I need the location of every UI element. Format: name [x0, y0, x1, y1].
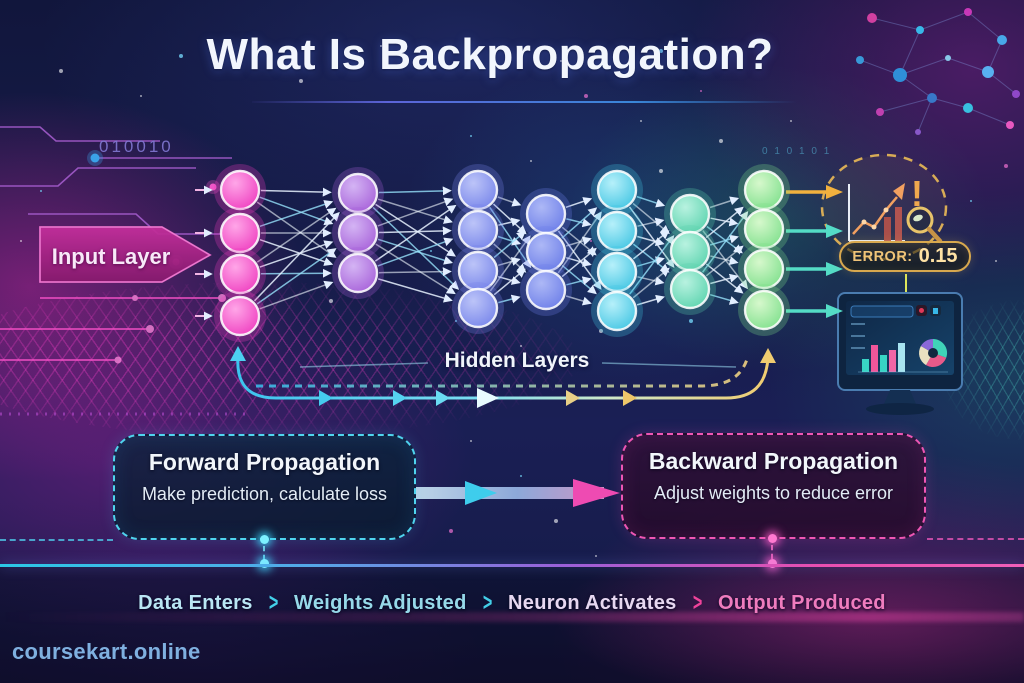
process-flow: Data Enters > Weights Adjusted > Neuron Acti…: [0, 589, 1024, 617]
error-badge: ERROR: 0.15: [839, 241, 971, 272]
neuron-node: [743, 289, 785, 331]
forward-box-subtitle: Make prediction, calculate loss: [141, 484, 388, 504]
neuron-node: [669, 268, 711, 310]
page-title: What Is Backpropagation?: [206, 30, 774, 79]
title-underline: [252, 101, 797, 103]
backward-box-subtitle: Adjust weights to reduce error: [653, 483, 894, 503]
neuron-node: [457, 287, 499, 329]
monitor-icon: [837, 292, 963, 415]
error-badge-value: 0.15: [918, 245, 958, 267]
neuron-node: [337, 252, 379, 294]
neuron-node: [337, 212, 379, 254]
flow-step-2: Weights Adjusted: [294, 592, 467, 614]
layer-hidden-3: [520, 188, 572, 316]
forward-connector-dot-bottom: [260, 559, 269, 568]
chevron-icon: >: [482, 589, 493, 617]
neuron-node: [219, 212, 261, 254]
neuron-node: [596, 210, 638, 252]
pink-glow-band: [0, 612, 1024, 622]
neuron-node: [525, 269, 567, 311]
input-layer-label: Input Layer: [51, 244, 171, 269]
flow-step-3: Neuron Activates: [508, 592, 677, 614]
hidden-layers-side-lines: [299, 362, 737, 368]
binary-text-left: 010010: [99, 137, 174, 156]
neuron-node: [743, 248, 785, 290]
dashed-extension-left: [0, 539, 113, 541]
forward-backward-arrow: [416, 479, 620, 507]
network-nodes: [214, 164, 790, 342]
neuron-node: [337, 172, 379, 214]
neuron-node: [596, 169, 638, 211]
error-badge-label: ERROR:: [852, 248, 913, 265]
neuron-node: [219, 169, 261, 211]
forward-propagation-box: Forward Propagation Make prediction, cal…: [113, 434, 416, 540]
network-edges: [253, 186, 749, 310]
forward-box-title: Forward Propagation: [148, 449, 381, 475]
layer-hidden-1: [332, 167, 384, 299]
backward-propagation-box: Backward Propagation Adjust weights to r…: [621, 433, 926, 539]
backward-connector-dash: [771, 545, 773, 559]
decorative-network-graph: [856, 8, 1020, 135]
forward-connector-dash: [263, 546, 265, 560]
dashed-extension-right: [927, 538, 1024, 540]
neuron-node: [596, 290, 638, 332]
neuron-node: [457, 209, 499, 251]
flow-step-4: Output Produced: [718, 592, 886, 614]
neuron-node: [457, 169, 499, 211]
binary-text-right: 0 1 0 1 0 1: [762, 146, 832, 157]
backward-connector-dot-top: [768, 534, 777, 543]
circuit-traces: [0, 126, 232, 235]
backward-connector-dot-bottom: [768, 559, 777, 568]
monitor-bar-chart: [858, 343, 948, 373]
flow-step-1: Data Enters: [138, 592, 253, 614]
hidden-layers-label: Hidden Layers: [444, 349, 590, 372]
input-layer-arrow-shape: [39, 226, 212, 283]
layer-input: [214, 164, 266, 342]
layer-hidden-2: [452, 164, 504, 334]
backward-box-title: Backward Propagation: [648, 448, 899, 474]
forward-flow-path: [0, 346, 776, 416]
neuron-node: [743, 208, 785, 250]
neuron-node: [219, 253, 261, 295]
monitor-pie-chart: [919, 338, 948, 368]
glow-lines-left: [0, 294, 226, 364]
input-arrows: [195, 185, 213, 321]
layer-hidden-4: [591, 164, 643, 337]
error-analysis-icon: !: [820, 153, 948, 304]
bottom-band: [0, 566, 1024, 683]
layer-output: [738, 164, 790, 336]
neuron-node: [219, 295, 261, 337]
magnifier-icon: [906, 206, 943, 244]
layer-hidden-5: [664, 188, 716, 315]
watermark: coursekart.online: [12, 639, 201, 664]
gradient-divider-line: [0, 564, 1024, 567]
chevron-icon: >: [268, 589, 279, 617]
exclamation-icon: !: [911, 173, 923, 214]
output-arrows: [786, 185, 843, 318]
forward-connector-dot-top: [260, 535, 269, 544]
chevron-icon: >: [692, 589, 703, 617]
